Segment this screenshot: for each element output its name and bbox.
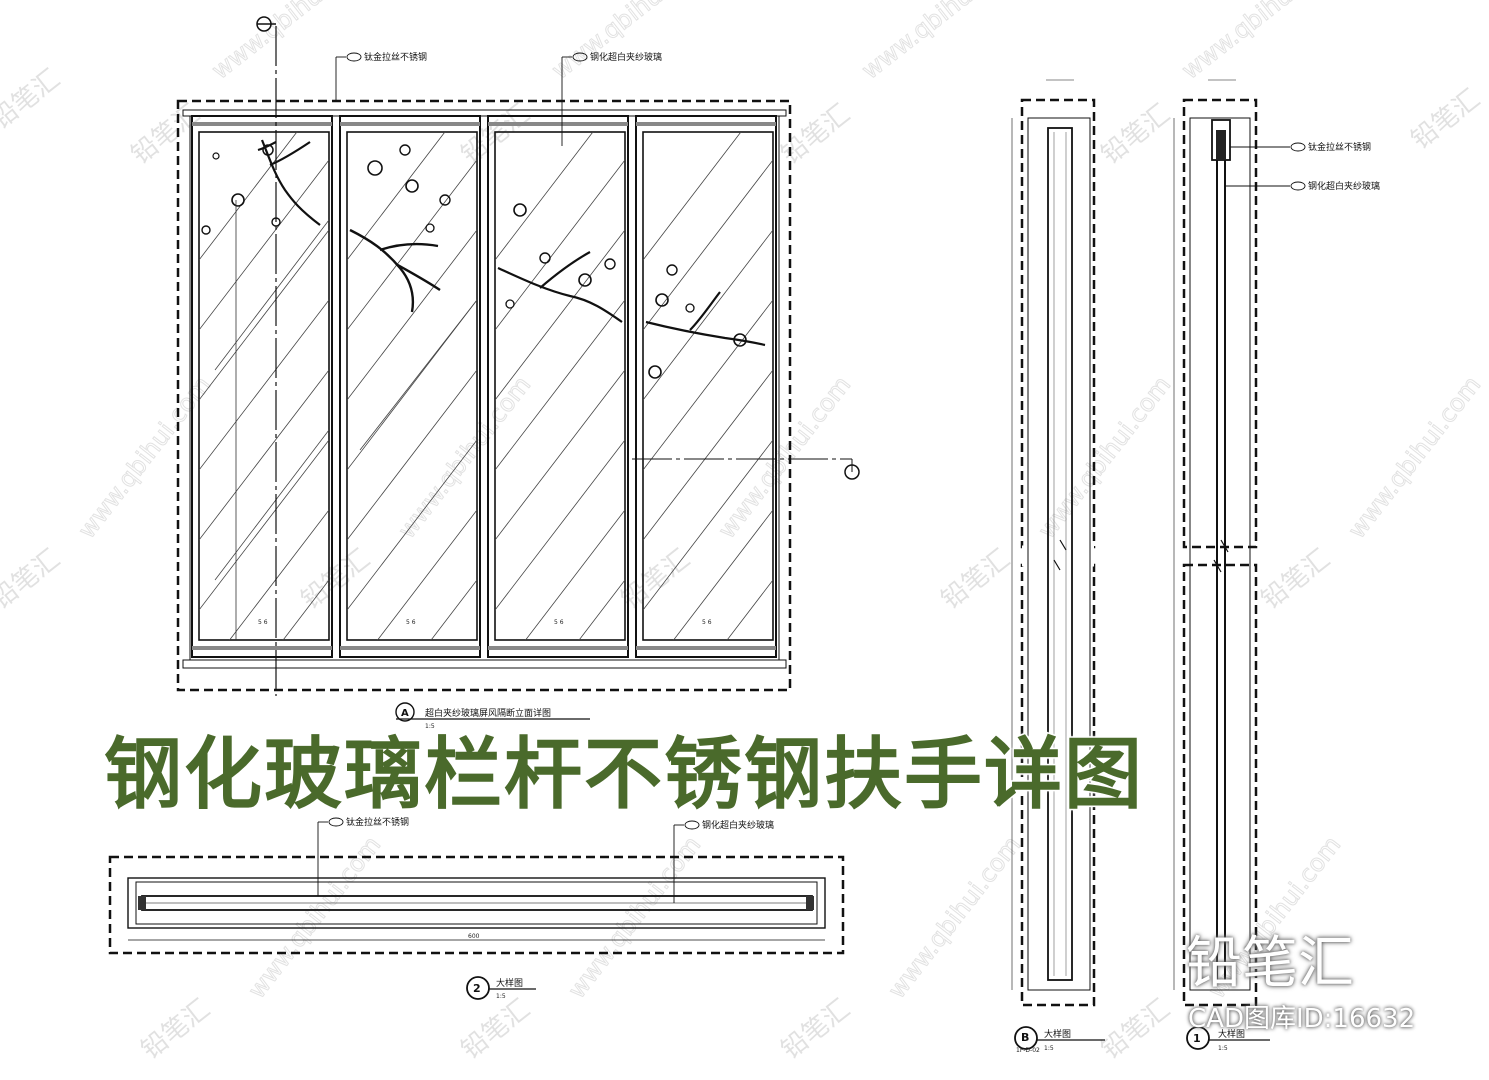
detail-2-view: 600 钛金拉丝不锈钢 钢化超白夹纱玻璃 2 大样图 1:5: [108, 816, 845, 1000]
view-marker-sub: 1F-D-02: [1016, 1047, 1040, 1054]
watermark-logo: 铅笔汇: [776, 99, 856, 171]
panel-dimension: 5 6: [258, 619, 268, 626]
watermark-url: www.qbihui.com: [1343, 371, 1487, 544]
watermark-logo: 铅笔汇: [1096, 99, 1176, 171]
glass-panel: 5 6: [487, 115, 629, 658]
callout-glass: 钢化超白夹纱玻璃: [1308, 180, 1380, 192]
detail-1-title: 大样图: [1218, 1028, 1245, 1040]
page-title: 钢化玻璃栏杆不锈钢扶手详图: [103, 729, 1145, 822]
view-marker-number: 2: [473, 982, 481, 995]
panel-dimension: 5 6: [406, 619, 416, 626]
callout-glass: 钢化超白夹纱玻璃: [590, 51, 662, 63]
glass-panel: 5 6: [635, 115, 777, 658]
watermark-url: www.qbihui.com: [856, 0, 1029, 85]
glass-panel: 5 6: [339, 115, 481, 658]
detail-2-scale: 1:5: [496, 993, 506, 1000]
panel-dimension: 5 6: [554, 619, 564, 626]
cad-id-label: CAD图库ID:16632: [1188, 1004, 1416, 1034]
elevation-title: 超白夹纱玻璃屏风隔断立面详图: [425, 707, 551, 719]
watermark-logo: 铅笔汇: [1256, 544, 1336, 616]
watermark-url: www.qbihui.com: [713, 371, 857, 544]
glass-panel: 5 6: [191, 115, 333, 658]
watermark-url: www.qbihui.com: [73, 371, 217, 544]
watermark-logo: 铅笔汇: [456, 994, 536, 1066]
watermark-url: www.qbihui.com: [206, 0, 379, 85]
watermark-logo: 铅笔汇: [776, 994, 856, 1066]
elevation-scale: 1:5: [425, 723, 435, 730]
callout-glass: 钢化超白夹纱玻璃: [702, 819, 774, 831]
view-marker-letter: A: [401, 708, 409, 719]
detail-b-view: B 1F-D-02 大样图 1:5: [1011, 79, 1105, 1054]
detail-b-title: 大样图: [1044, 1028, 1071, 1040]
detail-2-boundary: [108, 855, 845, 955]
view-marker: [395, 702, 415, 722]
callout-steel: 钛金拉丝不锈钢: [1308, 141, 1371, 153]
detail-1-scale: 1:5: [1218, 1045, 1228, 1052]
watermark-url: www.qbihui.com: [883, 831, 1027, 1004]
view-marker: [1186, 1026, 1210, 1050]
watermark-logo: 铅笔汇: [0, 544, 66, 616]
watermark-logo: 铅笔汇: [1406, 84, 1486, 156]
brand-logo: 铅笔汇: [1186, 931, 1354, 996]
watermark-url: www.qbihui.com: [546, 0, 719, 85]
watermark-url: www.qbihui.com: [393, 371, 537, 544]
top-rail: [182, 109, 787, 117]
callout-steel: 钛金拉丝不锈钢: [364, 51, 427, 63]
view-marker: [1014, 1026, 1038, 1050]
watermark-logo: 铅笔汇: [1096, 994, 1176, 1066]
watermark-logo: 铅笔汇: [936, 544, 1016, 616]
panel-dimension: 5 6: [702, 619, 712, 626]
detail-2-width: 600: [468, 933, 480, 940]
detail-2-title: 大样图: [496, 977, 523, 989]
view-marker-number: 1: [1193, 1032, 1201, 1045]
elevation-view: 5 6 5 6: [176, 16, 860, 730]
bottom-rail: [182, 659, 787, 669]
view-marker: [466, 976, 490, 1000]
watermark-logo: 铅笔汇: [296, 544, 376, 616]
elevation-boundary: [176, 99, 792, 692]
watermark-logo: 铅笔汇: [0, 64, 66, 136]
watermark-url: www.qbihui.com: [1176, 0, 1349, 85]
detail-1-view: 钛金拉丝不锈钢 钢化超白夹纱玻璃 1 大样图 1:5: [1173, 79, 1380, 1052]
view-marker-letter: B: [1021, 1031, 1029, 1044]
callout-steel: 钛金拉丝不锈钢: [346, 816, 409, 828]
watermark-logo: 铅笔汇: [136, 994, 216, 1066]
detail-b-scale: 1:5: [1044, 1045, 1054, 1052]
